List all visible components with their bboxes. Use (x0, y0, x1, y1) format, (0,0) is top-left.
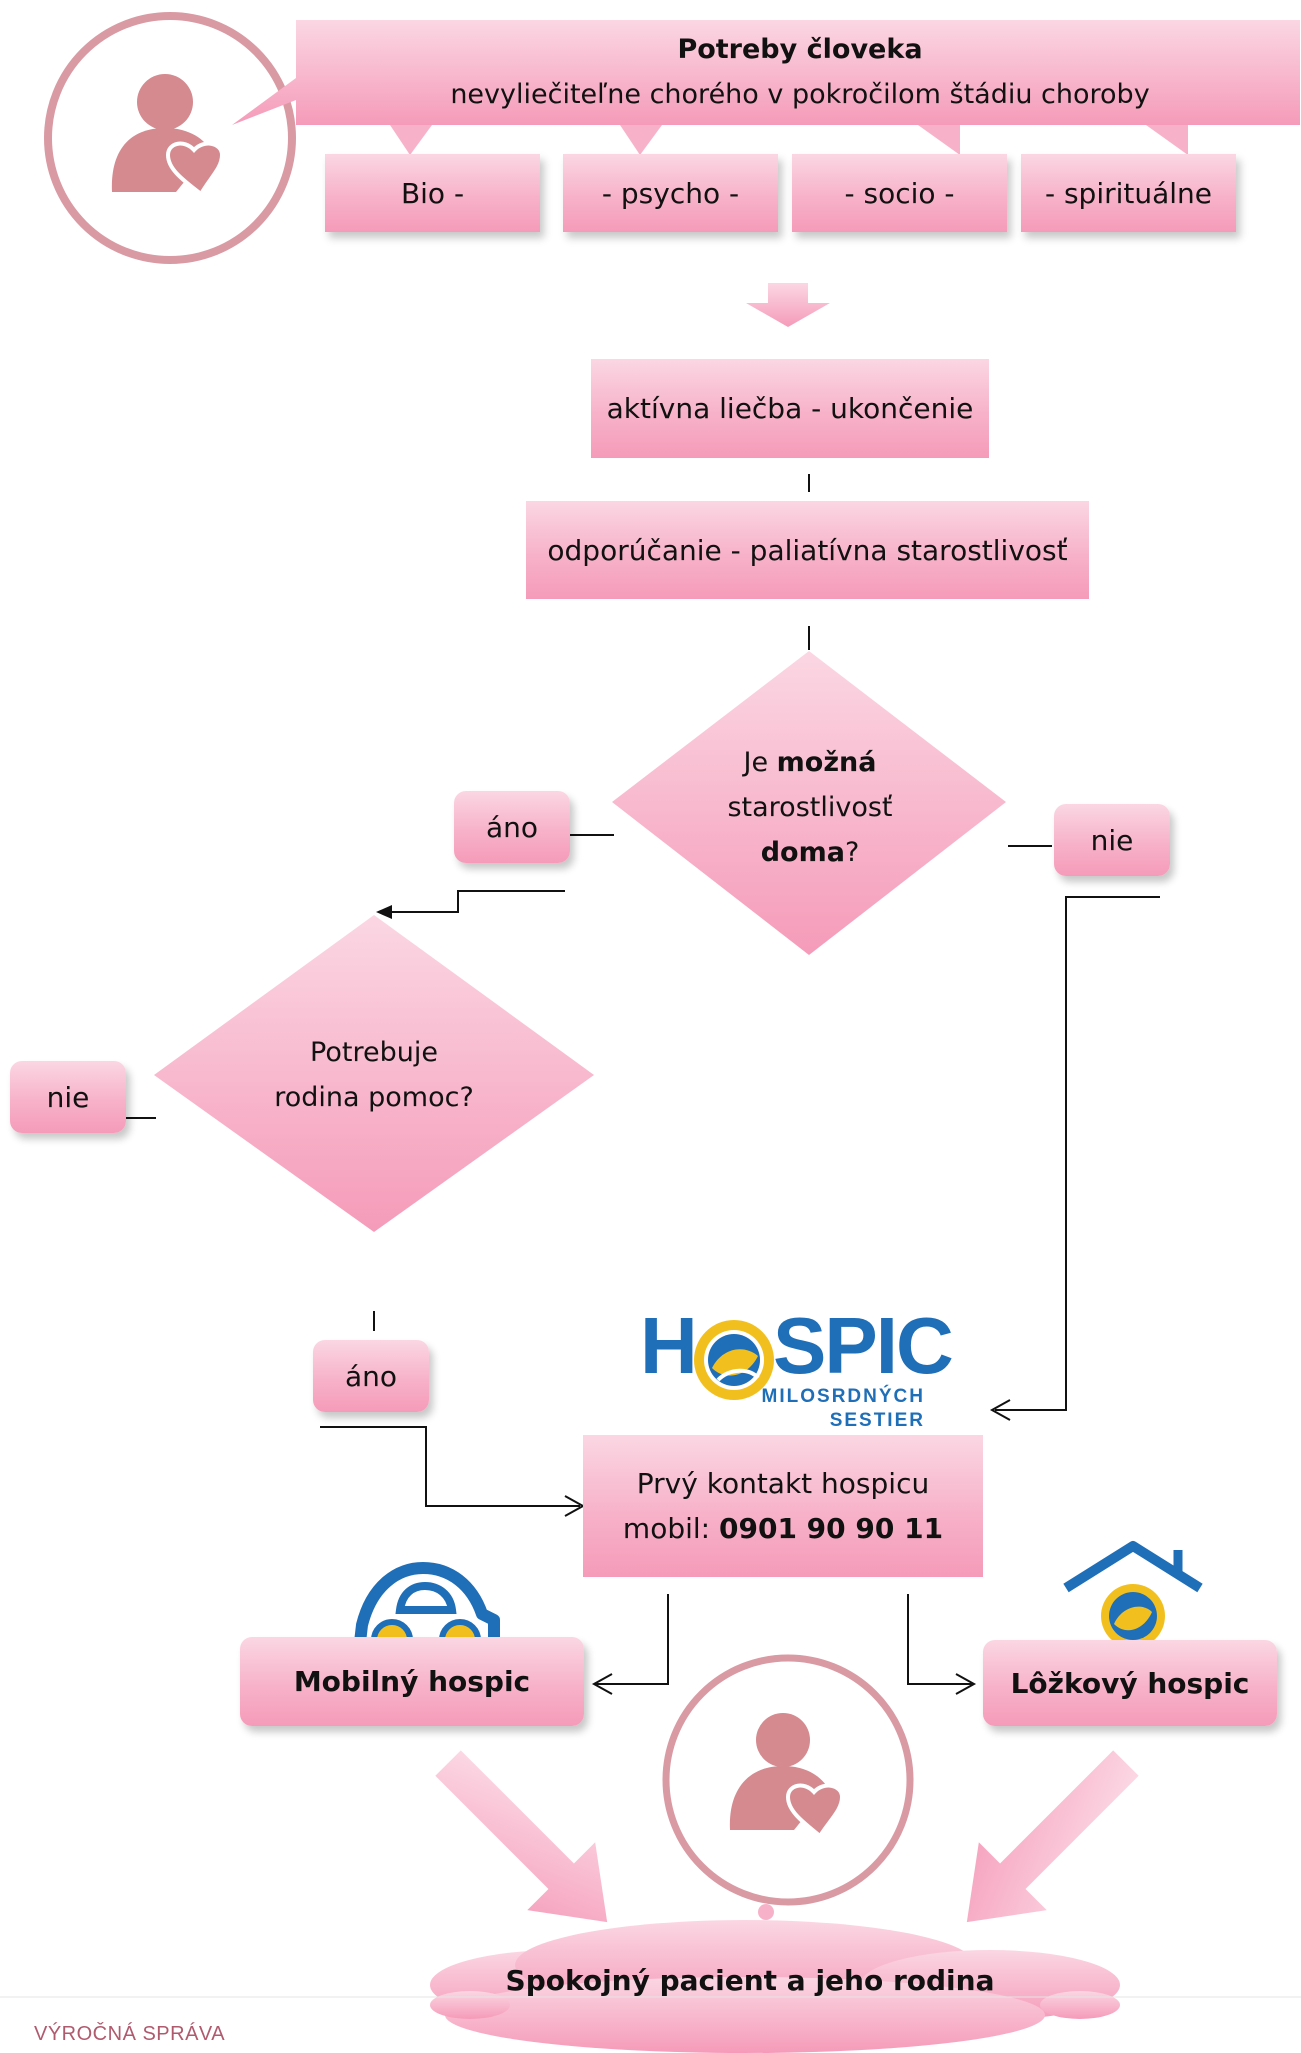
heart-icon (165, 141, 225, 197)
connector-ano-to-contact (320, 1426, 580, 1507)
treatment-end-box: aktívna liečba - ukončenie (591, 359, 989, 458)
recommendation-label: odporúčanie - paliatívna starostlivosť (547, 533, 1068, 567)
sun-icon (694, 1320, 774, 1400)
outcome-text: Spokojný pacient a jeho rodina (505, 1964, 995, 1997)
header-title: Potreby človeka (677, 34, 923, 65)
contact-mobile-number[interactable]: 0901 90 90 11 (719, 1512, 944, 1545)
decision-home-text: Je možná starostlivosť doma? (727, 747, 893, 868)
arrowhead-to-mobile (591, 1673, 613, 1695)
mobile-hospice-box: Mobilný hospic (240, 1637, 584, 1726)
diag-arrow-right (966, 1750, 1139, 1923)
diag-arrow-left (435, 1750, 608, 1923)
hospice-logo-h: H (640, 1301, 698, 1390)
need-box-bio: Bio - (325, 154, 540, 232)
need-label-psycho: - psycho - (601, 176, 740, 210)
top-person-circle (44, 12, 296, 264)
need-label-spiritual: - spirituálne (1044, 176, 1213, 210)
connector-to-mobile (596, 1594, 669, 1685)
hospice-logo-sub1: MILOSRDNÝCH (761, 1386, 925, 1407)
need-box-socio: - socio - (792, 154, 1007, 232)
cloud-dot-2 (758, 1904, 774, 1920)
contact-mobile-label: mobil: (622, 1512, 719, 1545)
hospice-logo-spic: SPIC (773, 1301, 954, 1390)
need-box-psycho: - psycho - (563, 154, 778, 232)
recommendation-box: odporúčanie - paliatívna starostlivosť (526, 501, 1089, 599)
heart-icon-bottom (785, 1783, 845, 1839)
connector-to-family (388, 890, 565, 913)
decision-home-diamond (612, 651, 1006, 955)
outcome-cloud (430, 1920, 1120, 2053)
inpatient-hospice-box: Lôžkový hospic (983, 1640, 1277, 1726)
mobile-hospice-label: Mobilný hospic (293, 1665, 531, 1698)
header-subtitle: nevyliečiteľne chorého v pokročilom štád… (450, 79, 1150, 110)
hospice-logo-sub2: SESTIER (829, 1410, 925, 1431)
header-callout (232, 20, 1300, 155)
connector-to-inpatient (907, 1594, 972, 1685)
answer-nie-family: nie (10, 1061, 126, 1133)
decision-family-text: Potrebuje rodina pomoc? (274, 1037, 474, 1113)
contact-box: Prvý kontakt hospicu mobil: 0901 90 90 1… (583, 1435, 983, 1577)
arrowhead-to-family (376, 905, 392, 919)
treatment-end-label: aktívna liečba - ukončenie (606, 392, 974, 425)
hospice-logo-emblem (694, 1320, 774, 1400)
contact-mobile: mobil: 0901 90 90 11 (623, 1506, 943, 1551)
arrowhead-nie-to-hospic (989, 1399, 1011, 1421)
decision-family-diamond (154, 915, 594, 1232)
down-arrow (746, 283, 830, 327)
need-box-spiritual: - spirituálne (1021, 154, 1236, 232)
answer-ano-home: áno (454, 791, 570, 863)
answer-nie-home: nie (1054, 804, 1170, 876)
need-label-bio: Bio - (400, 176, 465, 210)
inpatient-hospice-label: Lôžkový hospic (1010, 1666, 1250, 1700)
hospice-logo: H SPIC MILOSRDNÝCH SESTIER (640, 1298, 954, 1438)
contact-line1: Prvý kontakt hospicu (636, 1467, 930, 1500)
arrowhead-to-inpatient (955, 1673, 977, 1695)
footer-label: VÝROČNÁ SPRÁVA (34, 2023, 226, 2045)
answer-ano-family: áno (313, 1340, 429, 1412)
need-label-socio: - socio - (844, 176, 955, 210)
connector-nie-to-hospic (995, 896, 1160, 1411)
